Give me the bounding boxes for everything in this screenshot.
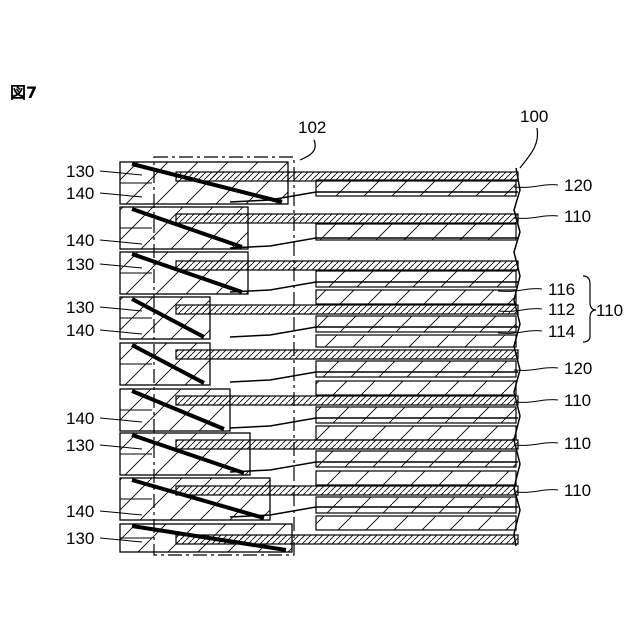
active-layer-5 — [316, 335, 516, 347]
plate-6 — [176, 440, 518, 449]
active-layer-6 — [316, 361, 516, 377]
plate-7 — [176, 486, 518, 495]
electrode-stack — [120, 162, 520, 552]
right-label-0: 120 — [564, 176, 592, 195]
plate-4 — [176, 350, 518, 359]
left-label-2: 140 — [66, 231, 94, 250]
active-layer-2 — [316, 271, 516, 287]
active-layer-12 — [316, 497, 516, 513]
active-layer-13 — [316, 516, 516, 530]
active-layer-4 — [316, 316, 516, 332]
left-label-3: 130 — [66, 255, 94, 274]
right-label-8: 110 — [564, 481, 591, 500]
leader-102 — [300, 140, 315, 160]
plate-8 — [176, 535, 518, 544]
figure-title: 図7 — [10, 83, 37, 102]
right-label-3: 112 — [548, 300, 575, 319]
active-layer-8 — [316, 407, 516, 423]
right-label-7: 110 — [564, 434, 591, 453]
right-leader-1 — [514, 216, 558, 219]
right-leader-8 — [514, 490, 558, 493]
left-label-6: 140 — [66, 409, 94, 428]
active-layer-11 — [316, 471, 516, 485]
label-100: 100 — [520, 107, 548, 126]
left-label-7: 130 — [66, 436, 94, 455]
left-label-9: 130 — [66, 529, 94, 548]
active-layer-9 — [316, 426, 516, 440]
label-102: 102 — [298, 118, 326, 137]
right-label-1: 110 — [564, 207, 591, 226]
active-layer-3 — [316, 290, 516, 304]
right-leader-0 — [514, 185, 558, 188]
right-label-6: 110 — [564, 391, 591, 410]
right-label-2: 116 — [548, 280, 575, 299]
leader-100 — [520, 128, 538, 168]
plate-5 — [176, 396, 518, 405]
left-label-0: 130 — [66, 162, 94, 181]
brace — [583, 276, 596, 342]
left-label-5: 140 — [66, 321, 94, 340]
right-label-4: 114 — [548, 322, 575, 341]
plate-2 — [176, 261, 518, 270]
plate-1 — [176, 214, 518, 223]
right-leader-7 — [514, 443, 558, 446]
left-label-4: 130 — [66, 298, 94, 317]
brace-label: 110 — [596, 301, 623, 320]
plate-3 — [176, 305, 518, 314]
active-layer-10 — [316, 451, 516, 467]
right-label-5: 120 — [564, 359, 592, 378]
right-leader-6 — [514, 400, 558, 403]
active-layer-0 — [316, 180, 516, 196]
active-layer-7 — [316, 381, 516, 395]
right-leader-5 — [514, 368, 558, 371]
left-label-8: 140 — [66, 502, 94, 521]
left-label-1: 140 — [66, 184, 94, 203]
